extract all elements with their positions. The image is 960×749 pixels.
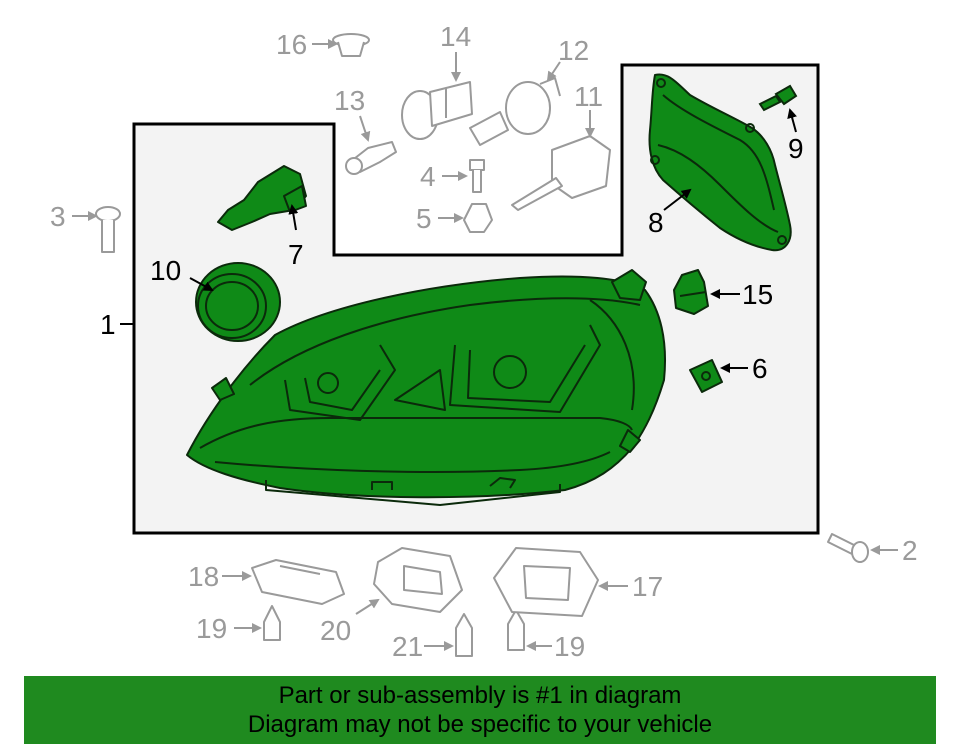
callout-21: 21: [392, 631, 423, 662]
banner-line-1: Part or sub-assembly is #1 in diagram: [278, 682, 682, 709]
callout-13: 13: [334, 85, 365, 116]
screw-19-right[interactable]: [507, 609, 525, 651]
leader-8: [663, 188, 692, 211]
leader-13: [359, 115, 371, 142]
callout-12: 12: [558, 35, 589, 66]
headlamp-housing: [186, 275, 666, 499]
callout-1: 1: [100, 309, 116, 340]
banner-line-2: Diagram may not be specific to your vehi…: [247, 711, 713, 738]
clip-15[interactable]: [673, 269, 709, 315]
screw-9[interactable]: [758, 84, 798, 112]
screw-4[interactable]: [469, 159, 485, 193]
headlamp-rear-tabs: [611, 269, 647, 301]
nut-5[interactable]: [463, 203, 493, 233]
callout-17: 17: [632, 571, 663, 602]
callout-16: 16: [276, 29, 307, 60]
leader-7: [288, 204, 299, 231]
rear-cover[interactable]: [648, 73, 792, 252]
callout-2: 2: [902, 535, 918, 566]
bulb-13[interactable]: [345, 141, 397, 175]
nut-plate-6[interactable]: [689, 359, 723, 393]
callout-4: 4: [420, 161, 436, 192]
callout-8: 8: [648, 207, 664, 238]
leader-12: [546, 61, 561, 82]
ballast-17[interactable]: [493, 547, 599, 617]
leader-20: [355, 598, 380, 615]
callout-11: 11: [574, 81, 603, 112]
headlamp-bottom-flange: [265, 480, 561, 506]
info-banner: Part or sub-assembly is #1 in diagram Di…: [24, 676, 936, 744]
headlamp-assembly[interactable]: [186, 269, 666, 506]
bulb-11[interactable]: [511, 135, 611, 211]
callout-10: 10: [150, 255, 181, 286]
leader-9: [787, 108, 797, 133]
callout-14: 14: [440, 21, 471, 52]
headlamp-tab-right: [619, 429, 641, 453]
callout-15: 15: [742, 279, 773, 310]
bolt-3[interactable]: [95, 206, 121, 253]
ring-cap[interactable]: [195, 262, 281, 342]
igniter-20[interactable]: [373, 547, 463, 613]
bulb-12[interactable]: [469, 77, 561, 146]
callout-19a: 19: [196, 613, 227, 644]
plug-16[interactable]: [332, 33, 370, 57]
callout-19b: 19: [554, 631, 585, 662]
screw-21[interactable]: [455, 613, 473, 657]
callout-3: 3: [50, 201, 66, 232]
callout-7: 7: [288, 239, 304, 270]
callout-9: 9: [788, 133, 804, 164]
callout-5: 5: [416, 203, 432, 234]
headlamp-side-tab: [211, 377, 235, 401]
screw-19-left[interactable]: [263, 605, 281, 641]
leader-10: [189, 277, 214, 291]
callout-18: 18: [188, 561, 219, 592]
bulb-14[interactable]: [401, 81, 473, 140]
module-18[interactable]: [251, 559, 345, 605]
callout-20: 20: [320, 615, 351, 646]
callout-6: 6: [752, 353, 768, 384]
bolt-2[interactable]: [827, 533, 869, 563]
